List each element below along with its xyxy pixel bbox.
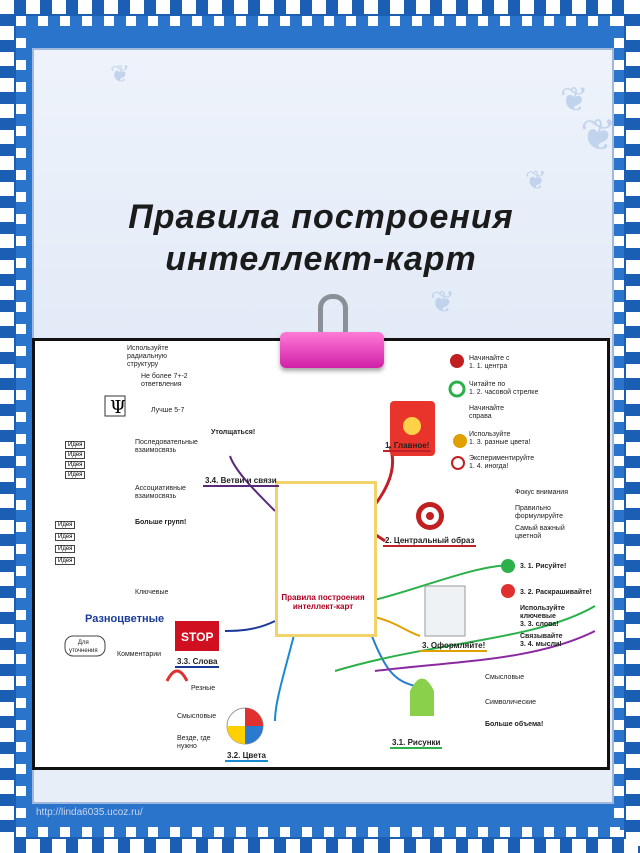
idea-tag: Идея xyxy=(65,451,86,459)
item-comments: Комментарии xyxy=(117,651,162,658)
branch-links: 3.4. Ветви и связи xyxy=(203,476,279,487)
mind-map-image: Ψ Правила построения интеллект-карт 1. Г… xyxy=(32,338,610,770)
item-carved: Резные xyxy=(191,685,216,692)
footer-url: http://linda6035.ucoz.ru/ xyxy=(36,807,143,818)
idea-tag: Идея xyxy=(65,471,86,479)
mind-map-connectors: Ψ xyxy=(64,354,596,745)
item-use-colors: Используйте 1. 3. разные цвета! xyxy=(469,431,531,446)
branch-main: 1. Главное! xyxy=(383,441,432,452)
branch-colors: 3.2. Цвета xyxy=(225,751,268,762)
item-sequential: Последовательные взаимосвязь xyxy=(135,439,198,454)
central-image xyxy=(275,481,377,637)
branch-design: 3. Оформляйте! xyxy=(420,641,488,652)
item-semantic: Смысловые xyxy=(485,674,525,681)
item-semantic-color: Смысловые xyxy=(177,713,217,720)
item-start-center: Начинайте с 1. 1. центра xyxy=(469,355,510,370)
item-multicolor: Разноцветные xyxy=(85,613,165,625)
item-keywords: Используйте ключевые 3. 3. слова! xyxy=(520,605,565,628)
item-thicken: Утолщаться! xyxy=(211,429,256,436)
item-experiment: Экспериментируйте 1. 4. иногда! xyxy=(469,455,535,470)
item-most-important: Самый важный цветной xyxy=(515,525,565,540)
svg-text:Ψ: Ψ xyxy=(110,397,126,418)
butterfly-icon: ❦ xyxy=(110,61,131,88)
slide-title: Правила построения интеллект-карт xyxy=(32,196,610,280)
item-clarify: Для уточнения xyxy=(69,640,98,654)
item-better-5-7: Лучше 5-7 xyxy=(151,407,185,414)
butterfly-icon: ❦ xyxy=(560,81,589,119)
butterfly-icon: ❦ xyxy=(430,286,456,319)
binder-clip xyxy=(280,332,384,368)
idea-tag: Идея xyxy=(55,533,76,541)
item-more-volume: Больше объема! xyxy=(485,721,544,728)
branch-pictures: 3.1. Рисунки xyxy=(390,738,443,749)
idea-tag: Идея xyxy=(55,521,76,529)
item-focus: Фокус внимания xyxy=(515,489,568,496)
item-read-clockwise: Читайте по 1. 2. часовой стрелке xyxy=(469,381,539,396)
branch-words: 3.3. Слова xyxy=(175,657,220,668)
item-symbolic: Символические xyxy=(485,699,537,706)
idea-tag: Идея xyxy=(55,545,76,553)
item-associative: Ассоциативные взаимосвязь xyxy=(135,485,186,500)
item-radial: Используйте радиальную структуру xyxy=(127,345,169,368)
branch-central-image: 2. Центральный образ xyxy=(383,536,477,547)
item-keyword: Ключевые xyxy=(135,589,169,596)
idea-tag: Идея xyxy=(65,461,86,469)
slide-title-line2: интеллект-карт xyxy=(165,240,477,278)
stop-sign-label: STOP xyxy=(181,630,214,644)
item-formulate: Правильно формулируйте xyxy=(515,505,564,520)
butterfly-icon: ❦ xyxy=(525,165,547,195)
item-start-right: Начинайте справа xyxy=(469,405,505,420)
item-draw: 3. 1. Рисуйте! xyxy=(520,563,567,570)
binder-clip-wire xyxy=(318,294,348,336)
central-label: Правила построения интеллект-карт xyxy=(281,593,365,611)
slide-title-line1: Правила построения xyxy=(128,198,514,236)
item-max-branches: Не более 7+-2 ответвления xyxy=(141,373,188,388)
idea-tag: Идея xyxy=(65,441,86,449)
item-everywhere: Везде, где нужно xyxy=(177,735,211,750)
item-link-thoughts: Связывайте 3. 4. мысли! xyxy=(520,633,563,648)
item-color-in: 3. 2. Раскрашивайте! xyxy=(520,589,592,596)
butterfly-icon: ❦ xyxy=(580,111,617,160)
item-more-groups: Больше групп! xyxy=(135,519,187,526)
idea-tag: Идея xyxy=(55,557,76,565)
